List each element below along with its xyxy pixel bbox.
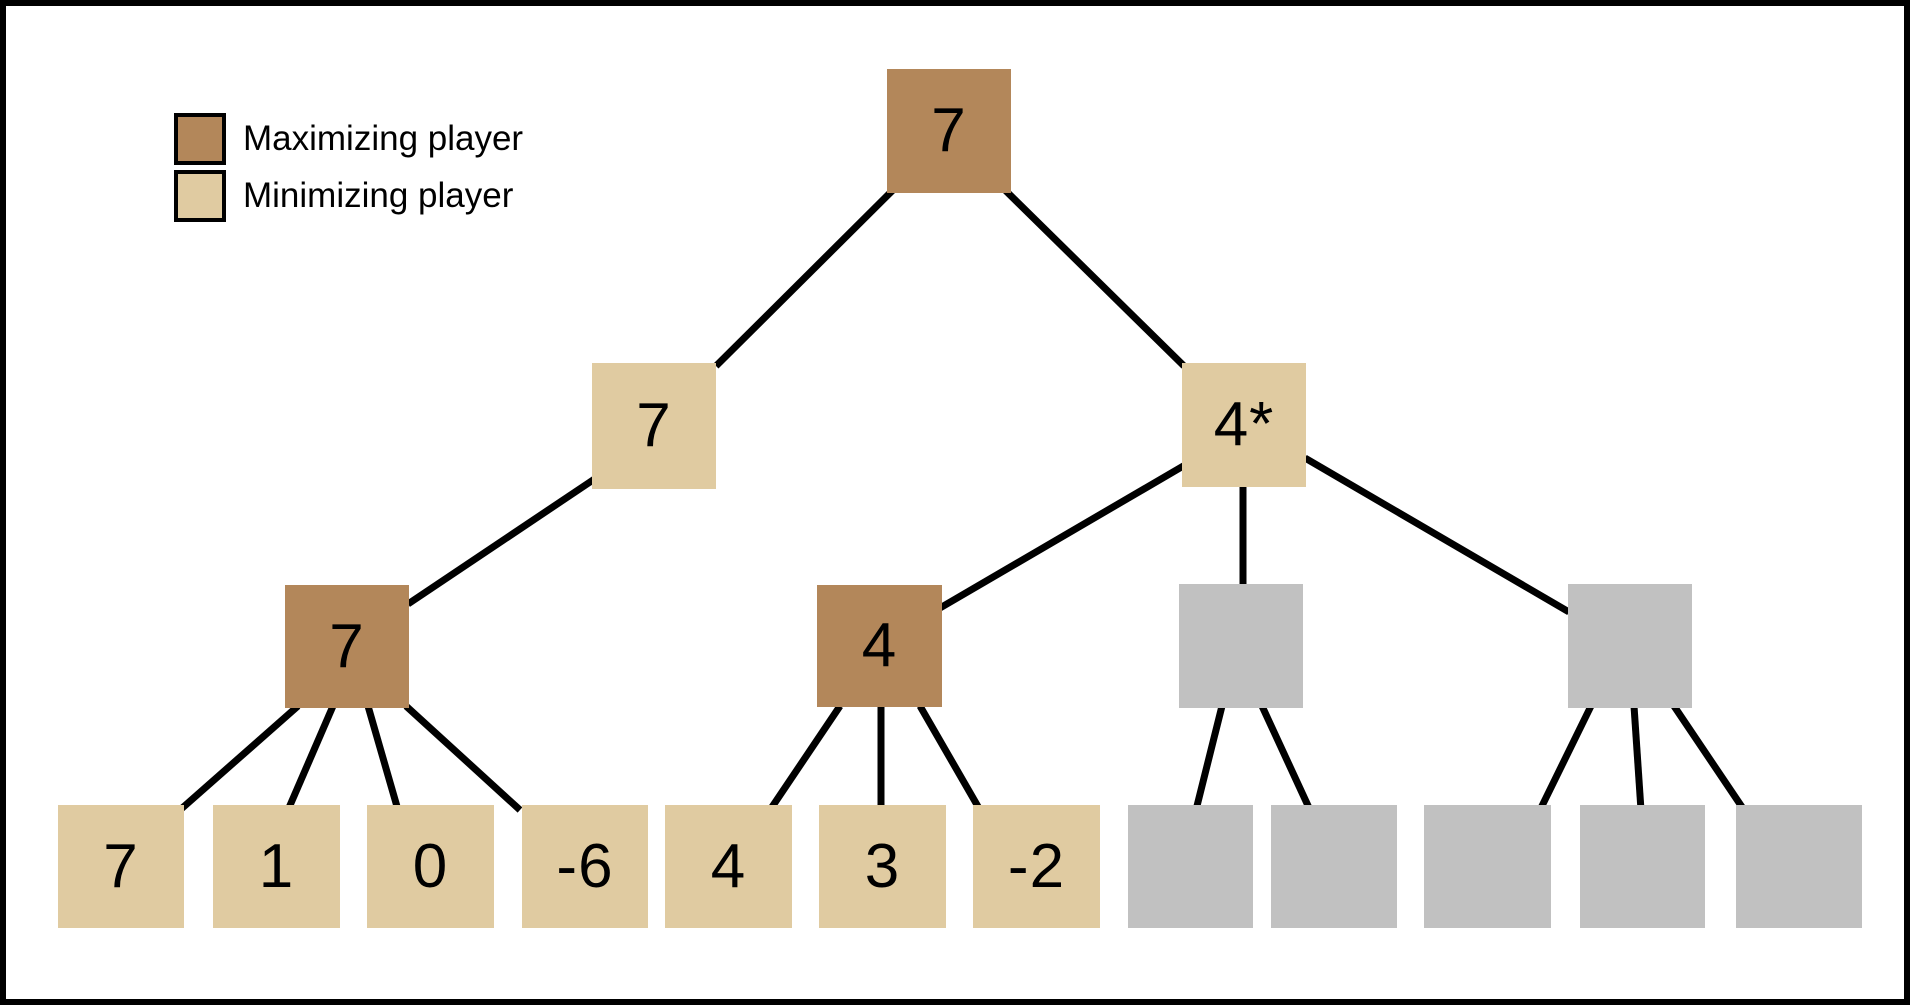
tree-leaf-3: 0	[367, 805, 494, 928]
tree-leaf-10-pruned	[1424, 805, 1551, 928]
tree-leaf-9-pruned	[1271, 805, 1397, 928]
tree-leaf-4: -6	[522, 805, 648, 928]
tree-leaf-11-pruned	[1580, 805, 1705, 928]
tree-leaf-7: -2	[973, 805, 1100, 928]
edge-l2right-to-l3-2	[938, 461, 1187, 612]
tree-node-l2-right: 4*	[1182, 363, 1306, 487]
edge-l3-1-to-leaf-3	[364, 705, 402, 811]
minimizing-player-label: Minimizing player	[243, 176, 514, 215]
minimizing-player-swatch	[174, 170, 226, 222]
edge-l3-1-to-leaf-1	[177, 703, 301, 813]
edge-l3-2-to-leaf-5	[767, 704, 843, 812]
edge-l3-1-to-leaf-4	[403, 703, 523, 813]
tree-leaf-12-pruned	[1736, 805, 1862, 928]
edge-root-to-l2-left	[713, 187, 896, 369]
edge-l3-4-to-leaf-11	[1630, 705, 1645, 811]
edge-l2right-to-l3-4	[1303, 454, 1571, 616]
tree-node-l3-3-pruned	[1179, 584, 1303, 708]
edge-root-to-l2-right	[1002, 187, 1187, 369]
tree-node-root: 7	[887, 69, 1011, 193]
tree-leaf-6: 3	[819, 805, 946, 928]
edge-l3-3-to-leaf-8	[1192, 705, 1226, 811]
tree-node-l3-4-pruned	[1568, 584, 1692, 708]
tree-leaf-2: 1	[213, 805, 340, 928]
legend-item-minimizing: Minimizing player	[174, 170, 523, 222]
edge-l3-3-to-leaf-9	[1258, 704, 1314, 812]
legend-item-maximizing: Maximizing player	[174, 113, 523, 165]
edge-l2left-to-l3-1	[406, 475, 598, 607]
tree-node-l2-left: 7	[592, 363, 716, 489]
tree-leaf-5: 4	[665, 805, 792, 928]
legend: Maximizing player Minimizing player	[174, 113, 523, 222]
maximizing-player-swatch	[174, 113, 226, 165]
edge-l3-4-to-leaf-12	[1671, 704, 1747, 812]
edge-l3-4-to-leaf-10	[1536, 704, 1595, 812]
tree-leaf-8-pruned	[1128, 805, 1253, 928]
tree-node-l3-2: 4	[817, 585, 942, 707]
edge-l3-2-to-leaf-7	[916, 704, 984, 812]
edge-l3-1-to-leaf-2	[284, 704, 337, 812]
tree-node-l3-1: 7	[285, 585, 409, 708]
tree-leaf-1: 7	[58, 805, 184, 928]
maximizing-player-label: Maximizing player	[243, 119, 524, 158]
